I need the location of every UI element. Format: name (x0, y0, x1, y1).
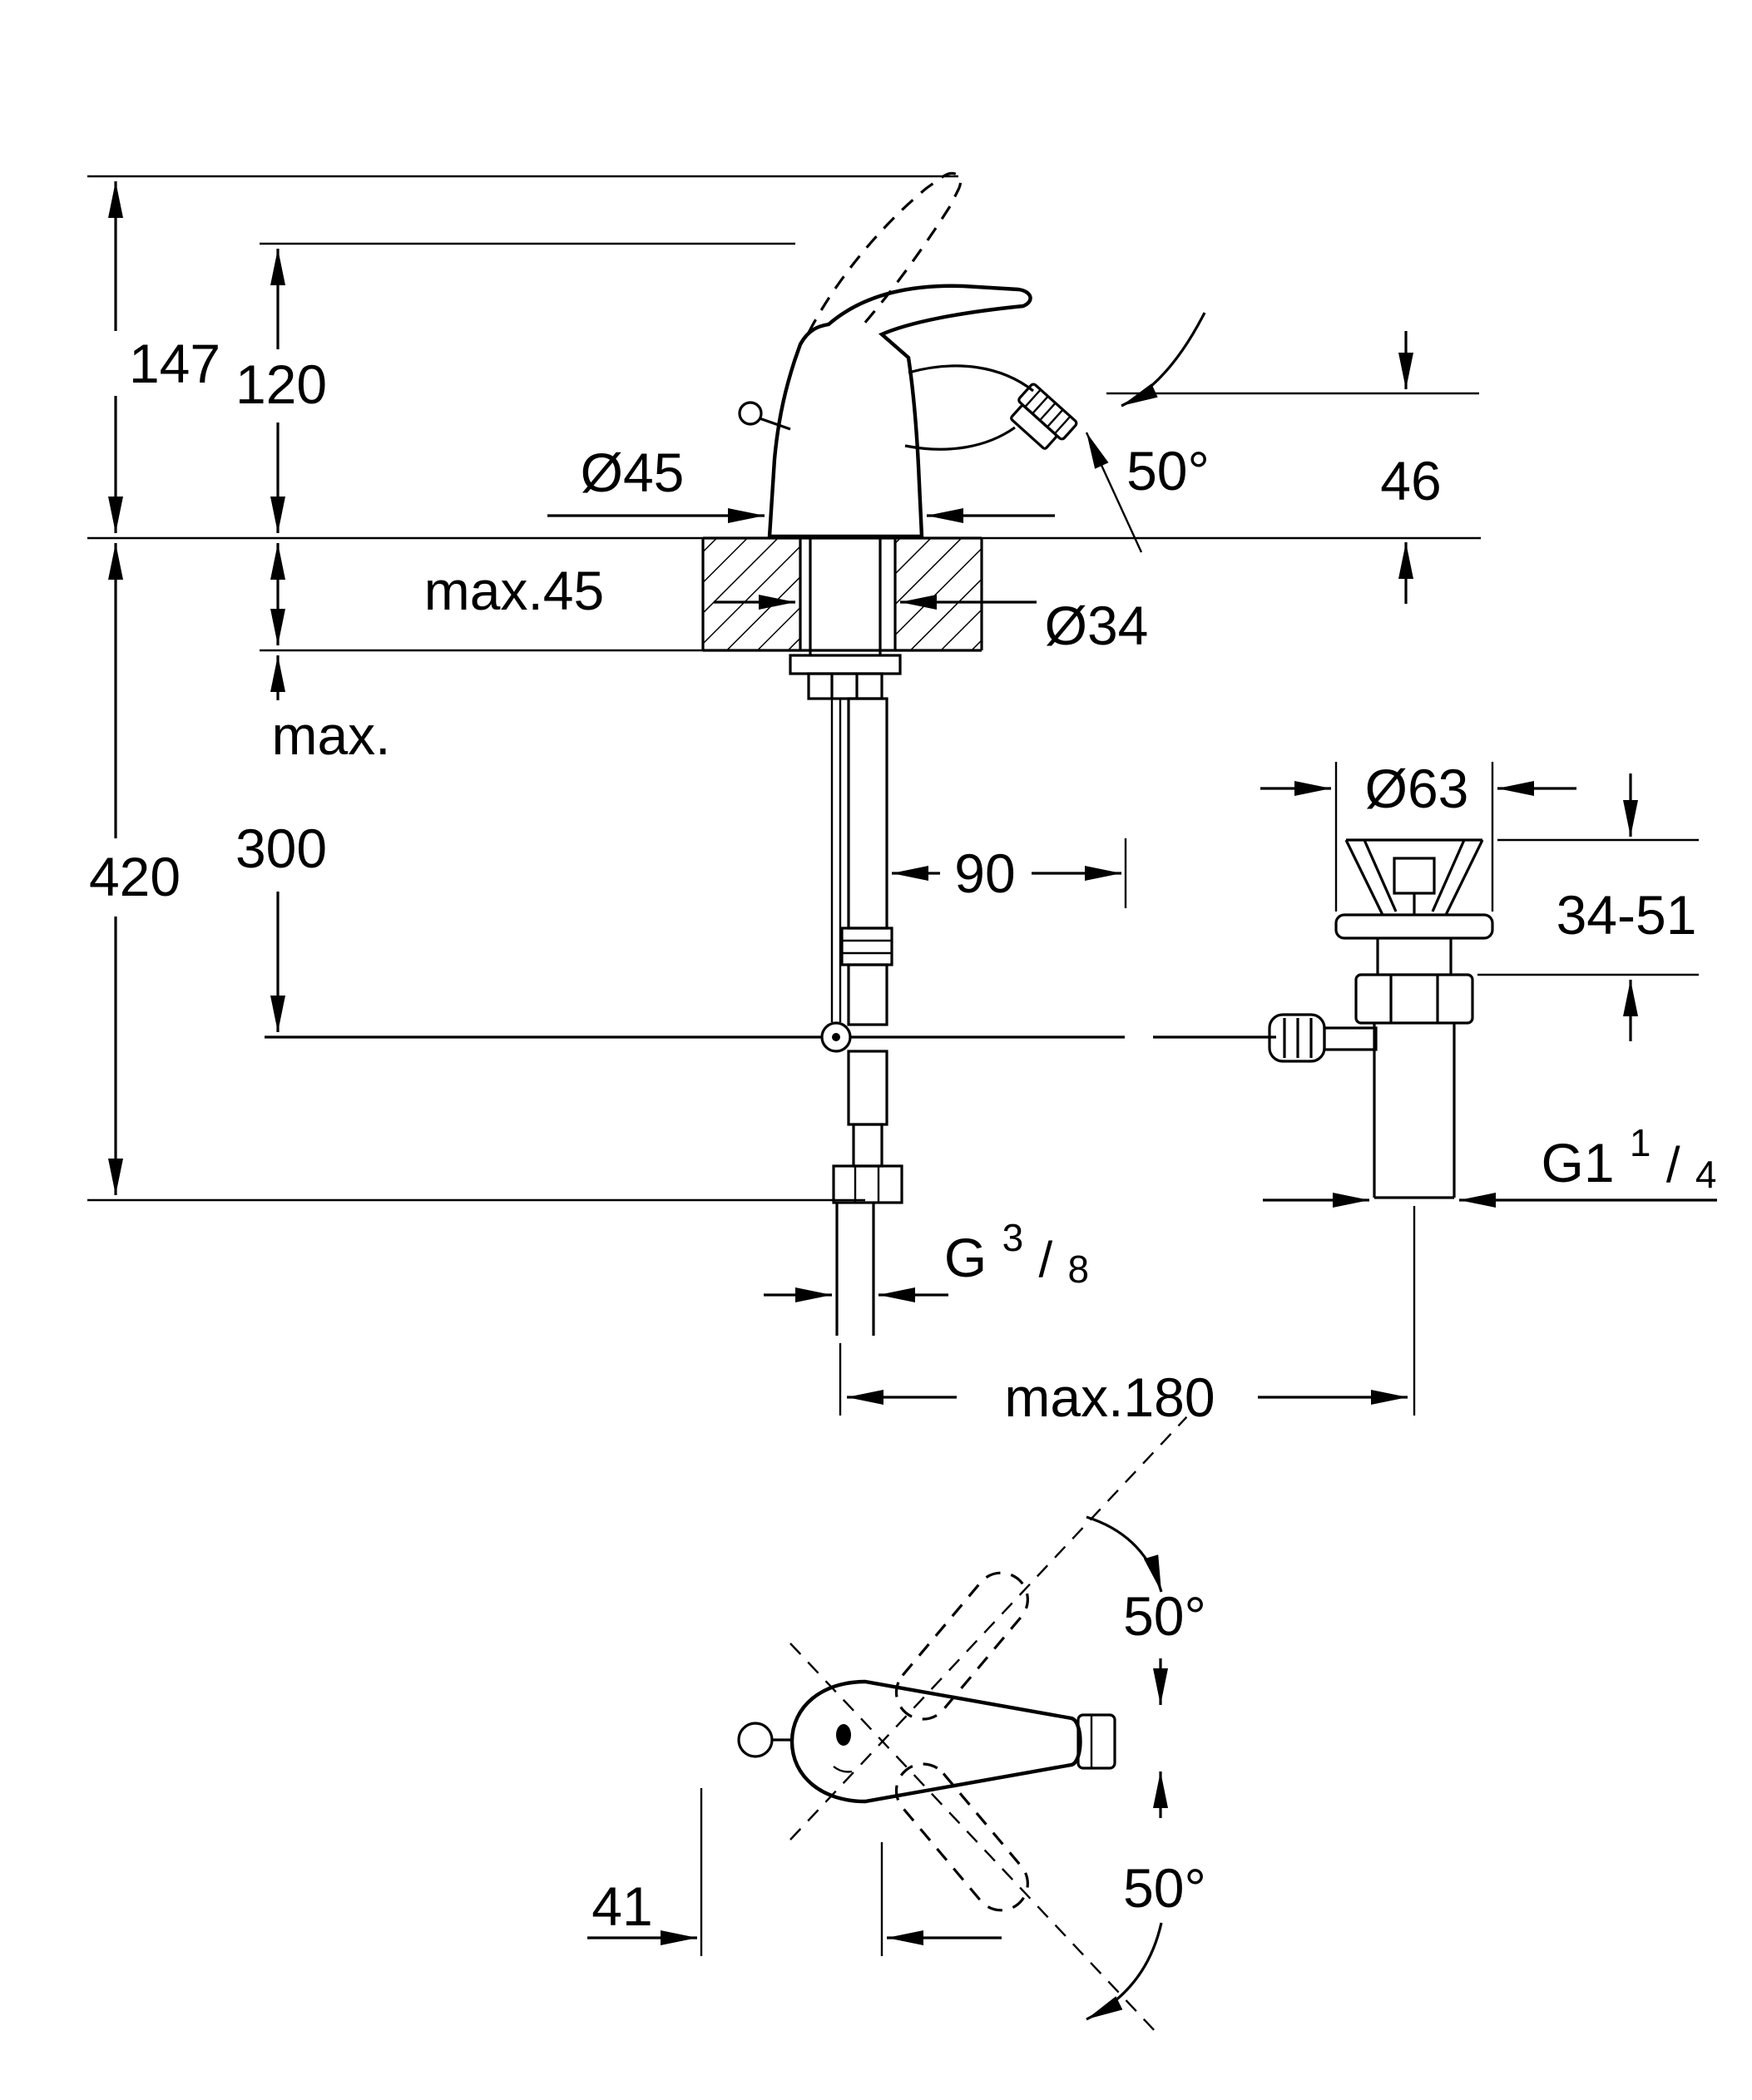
dim-swing-up-label: 50° (1123, 1585, 1206, 1647)
handle-solid-outline (789, 1679, 1082, 1804)
pop-up-rod (265, 699, 1276, 1053)
dim-clamp-range-label: 34-51 (1557, 884, 1697, 946)
spout-bottom-edge (904, 426, 1016, 451)
dim-hole-diameter-label: Ø34 (1045, 595, 1149, 656)
dim-overall-height-label: 147 (129, 333, 220, 394)
rod-ball-joint (820, 1021, 852, 1053)
supply-thread-base: G (944, 1227, 987, 1288)
outlet-thread-sub: 4 (1695, 1153, 1717, 1196)
deck-cross-section (701, 536, 983, 652)
drain-assembly (1268, 838, 1494, 1199)
dim-outlet-thread-label: G1 1 / 4 (1542, 1112, 1717, 1196)
dim-offset-90-label: 90 (954, 842, 1015, 904)
dim-hose-drop-label: 300 (235, 818, 327, 879)
dim-flange-diameter-label: Ø63 (1365, 758, 1469, 819)
dim-base-diameter-label: Ø45 (581, 442, 685, 503)
locknut (1354, 973, 1474, 1025)
drain-flange (1334, 913, 1494, 940)
spout-top-edge (908, 364, 1034, 393)
supply-thread-sub: 8 (1068, 1248, 1090, 1291)
dim-max-word-label: max. (271, 704, 390, 766)
faucet-front-view (738, 171, 1078, 539)
dim-spout-height-label: 46 (1380, 450, 1441, 511)
dimension-arrows (108, 181, 1717, 2021)
outlet-thread-base: G1 (1542, 1132, 1615, 1193)
aerator-top-view (1076, 1713, 1116, 1770)
dim-supply-thread-label: G 3 / 8 (944, 1207, 1089, 1291)
dim-deck-thickness-label: max.45 (424, 560, 604, 621)
dimension-labels: 147 120 Ø45 max.45 max. 300 420 90 Ø34 5… (83, 327, 1723, 1943)
aerator-nozzle (1010, 383, 1078, 450)
outlet-thread-slash: / (1666, 1137, 1680, 1193)
supply-thread-slash: / (1039, 1232, 1053, 1287)
handle-rotated-up-outline (894, 1571, 1029, 1721)
dim-total-drop-label: 420 (89, 846, 181, 907)
dim-knob-offset-label: 41 (591, 1875, 652, 1937)
outlet-thread-sup: 1 (1630, 1121, 1651, 1164)
dim-spout-angle-label: 50° (1126, 440, 1210, 502)
handle-rotated-down-outline (894, 1762, 1029, 1912)
cartridge-mark (836, 1724, 851, 1746)
dim-max-spread-label: max.180 (1004, 1366, 1215, 1428)
extension-lines (87, 175, 1699, 1956)
supply-thread-sup: 3 (1002, 1216, 1024, 1259)
supply-hose (832, 697, 903, 1336)
pop-up-knob-front (738, 401, 763, 426)
faucet-body-outline (767, 284, 1032, 539)
under-deck-assembly (265, 538, 1276, 1336)
dim-swing-down-label: 50° (1123, 1857, 1206, 1919)
handle-raised-outline (807, 171, 963, 334)
dim-body-height-label: 120 (235, 353, 327, 415)
handle-top-view (737, 1413, 1190, 2035)
